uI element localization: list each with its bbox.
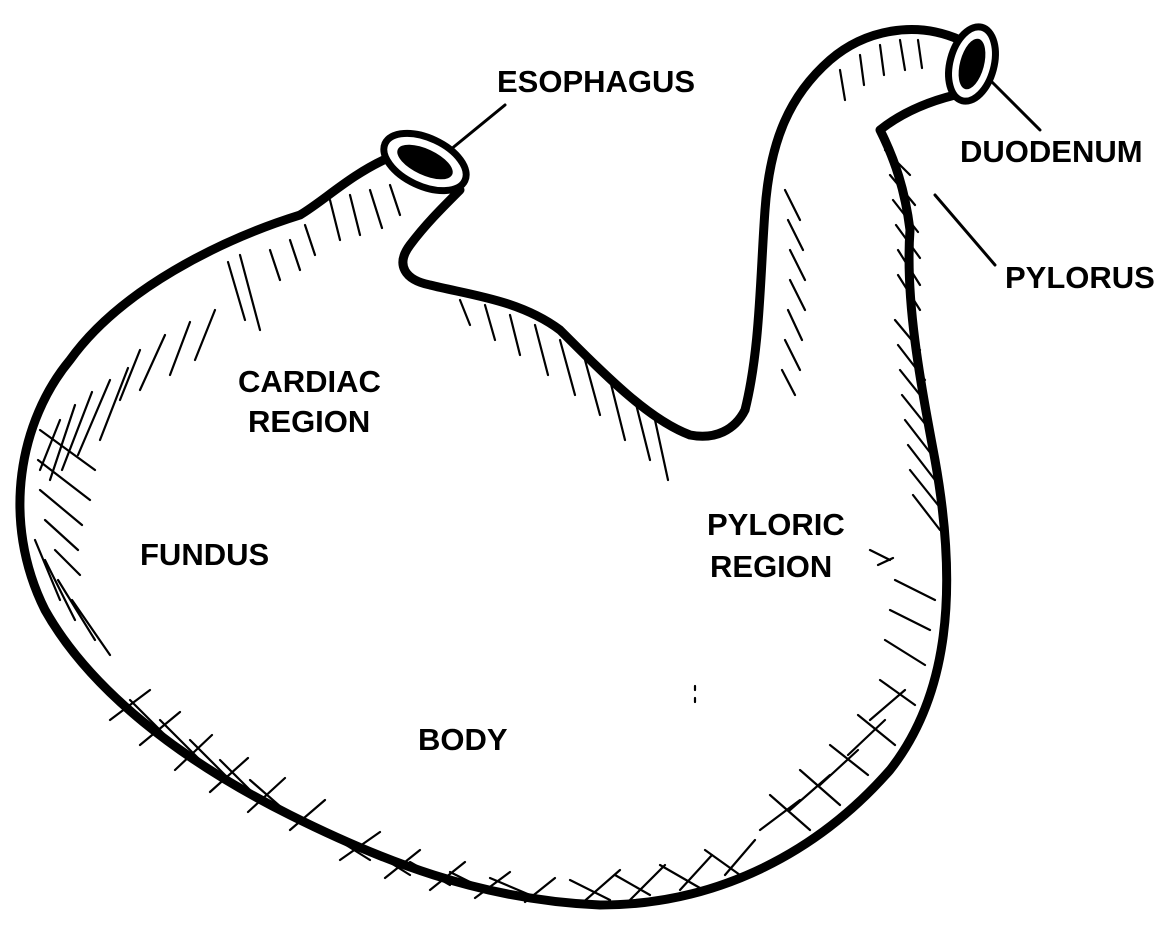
- body-label: BODY: [418, 722, 508, 757]
- cardiac-region-label-line1: CARDIAC: [238, 364, 381, 399]
- pylorus-label: PYLORUS: [1005, 260, 1155, 295]
- fundus-label: FUNDUS: [140, 537, 269, 572]
- pylorus-leader: [935, 195, 995, 265]
- stomach-outline: [20, 30, 960, 905]
- cardiac-region-label-line2: REGION: [248, 404, 370, 439]
- pyloric-region-label-line1: PYLORIC: [707, 507, 845, 542]
- duodenum-label: DUODENUM: [960, 134, 1143, 169]
- duodenum-leader: [990, 80, 1040, 130]
- esophagus-label: ESOPHAGUS: [497, 64, 695, 99]
- pyloric-region-label-line2: REGION: [710, 549, 832, 584]
- esophagus-leader: [450, 105, 505, 150]
